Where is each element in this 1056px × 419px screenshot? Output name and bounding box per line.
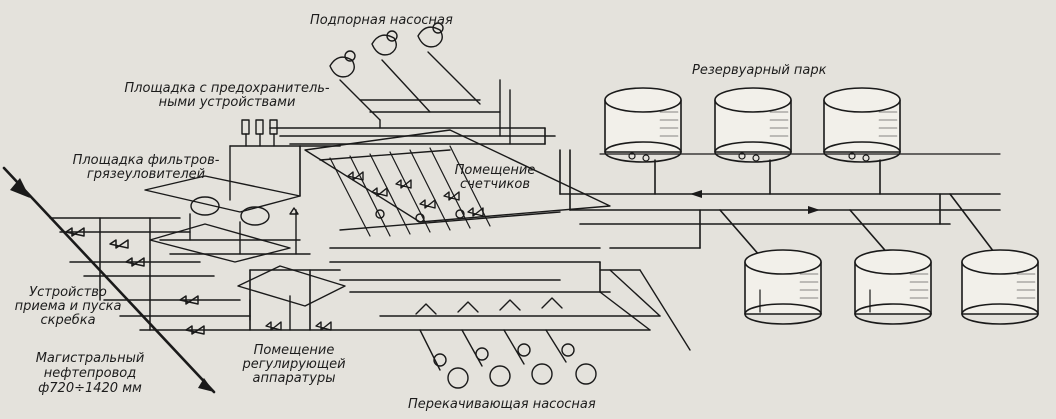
tank-nozzles [628, 152, 871, 313]
regulating-room-label-line-2: регулирующей [242, 357, 346, 372]
pig-device-label-line-3: скребка [40, 313, 96, 328]
tank-4 [744, 249, 822, 325]
main-pipeline-label-line-3: ф720÷1420 мм [38, 381, 142, 396]
tank-3 [823, 87, 901, 163]
pig-device-label-line-1: Устройство [29, 285, 107, 300]
tank-6 [961, 249, 1039, 325]
regulating-room-label-line-1: Помещение [253, 343, 335, 358]
meter-room-label-line-1: Помещение [454, 163, 536, 178]
tank-farm-label: Резервуарный парк [692, 63, 827, 78]
booster-pump-station [329, 22, 511, 145]
pig-launch-receive-device [49, 217, 331, 335]
regulating-room-label-line-3: аппаратуры [252, 371, 336, 386]
transfer-pump-station [329, 269, 691, 389]
filter-site [144, 175, 311, 263]
tank-farm-piping [559, 149, 1001, 293]
safety-devices-label-line-2: ными устройствами [158, 95, 296, 110]
filter-site-label-line-1: Площадка фильтров- [72, 153, 220, 168]
main-pipeline-label-line-2: нефтепровод [43, 366, 137, 381]
tank-5 [854, 249, 932, 325]
tank-2 [714, 87, 792, 163]
meter-room-label-line-2: счетчиков [460, 177, 530, 192]
booster-pump-station-label: Подпорная насосная [310, 13, 453, 28]
safety-devices-site [229, 119, 301, 201]
regulating-equipment-room [237, 265, 346, 331]
tank-1 [604, 87, 682, 163]
pig-device-label-line-2: приема и пуска [14, 299, 122, 314]
tank-texture [659, 111, 1036, 299]
main-pipeline [2, 166, 216, 394]
meter-room [304, 129, 611, 237]
filter-site-label-line-2: грязеуловителей [86, 167, 206, 182]
transfer-pump-station-label: Перекачивающая насосная [408, 397, 596, 412]
main-pipeline-label-line-1: Магистральный [35, 351, 145, 366]
safety-devices-label-line-1: Площадка с предохранитель- [124, 81, 330, 96]
